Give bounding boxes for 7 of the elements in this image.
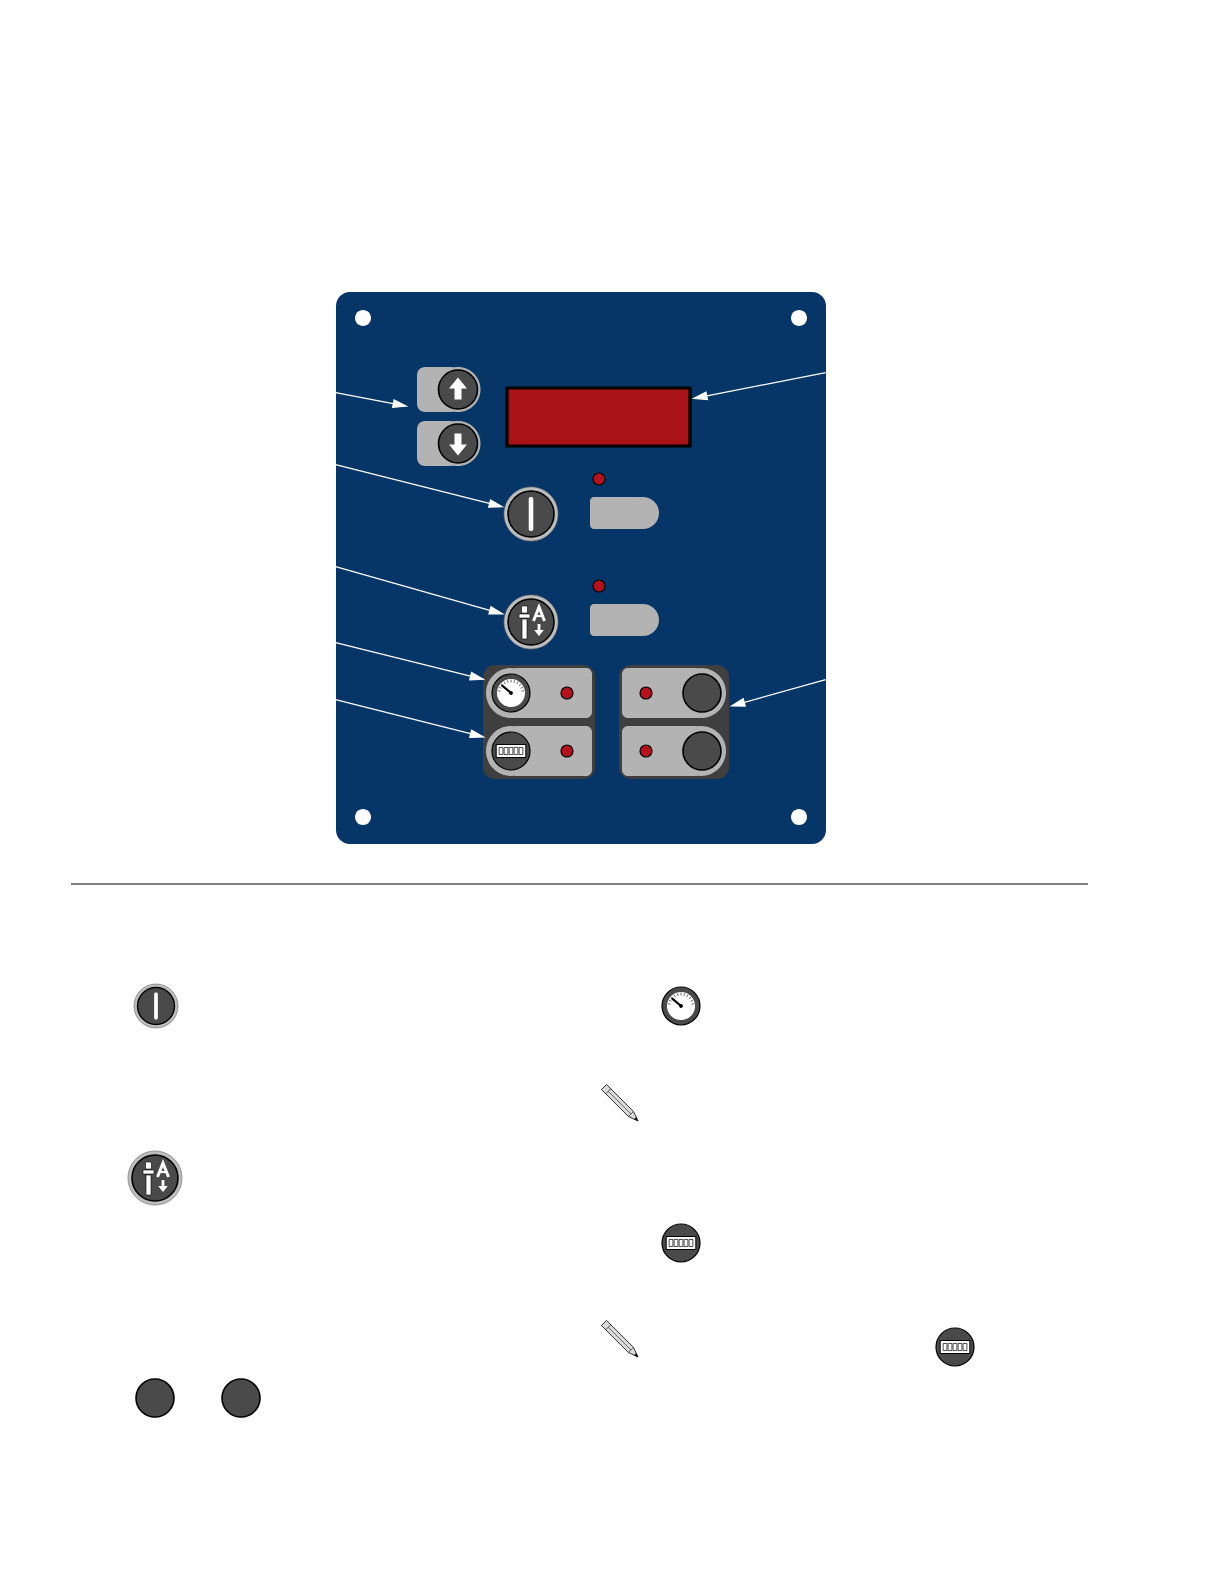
prime-button [503, 594, 559, 650]
arrow-button-pair [417, 367, 481, 466]
gauge-key [486, 668, 592, 718]
start-button [503, 486, 559, 542]
display-screen [505, 386, 692, 448]
button-plate [619, 665, 729, 779]
counter-key [486, 726, 592, 776]
